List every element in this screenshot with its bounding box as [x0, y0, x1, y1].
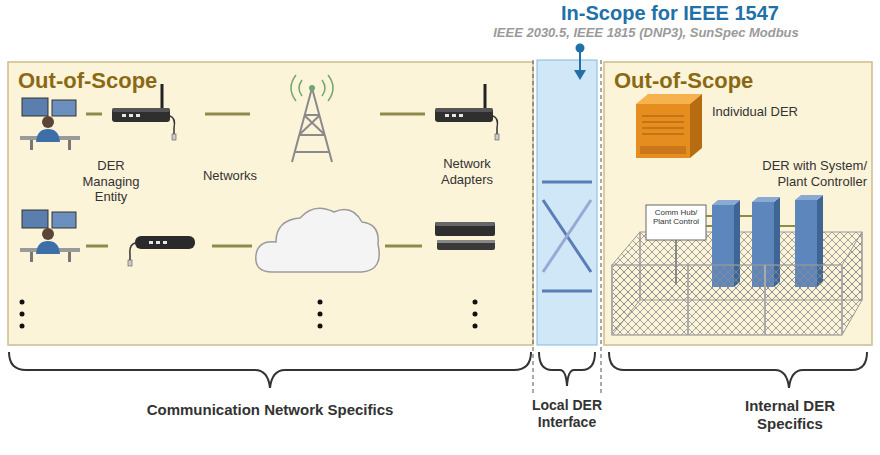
- entity-label: DER Managing Entity: [70, 158, 152, 205]
- network-label: Networks: [190, 168, 270, 184]
- adapter-label: Network Adapters: [428, 156, 506, 187]
- bracket-label: Local DER Interface: [524, 397, 610, 431]
- protocol-list: IEEE 2030.5, IEEE 1815 (DNP3), SunSpec M…: [416, 25, 876, 41]
- panel-heading: Out-of-Scope: [614, 68, 753, 94]
- scope-panel: Out-of-Scope: [8, 62, 533, 345]
- diagram-title: In-Scope for IEEE 1547: [470, 2, 870, 25]
- der-label: Individual DER: [712, 104, 862, 120]
- bracket-label: Communication Network Specifics: [60, 401, 480, 419]
- bracket-label: Internal DER Specifics: [722, 397, 858, 433]
- plant-label: DER with System/ Plant Controller: [735, 158, 867, 189]
- panel-heading: Out-of-Scope: [18, 68, 157, 94]
- hub-label: Comm Hub/ Plant Control: [648, 208, 704, 226]
